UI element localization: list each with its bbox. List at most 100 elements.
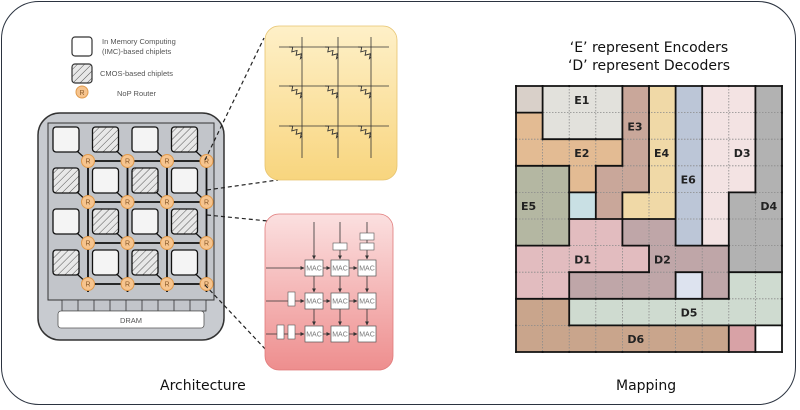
grid-cell-e6 <box>675 165 703 193</box>
grid-cell-e3 <box>595 192 623 220</box>
grid-cell-e2 <box>595 139 623 167</box>
input-buffer <box>359 232 375 241</box>
nop-router: R <box>199 195 214 209</box>
cmos-chiplet <box>170 126 199 153</box>
grid-cell-d5 <box>569 298 597 326</box>
grid-cell-e4 <box>649 86 676 113</box>
mapping-caption: Mapping <box>616 378 677 394</box>
router-glyph: R <box>204 159 209 166</box>
grid-cell-d2 <box>649 219 676 246</box>
imc-chiplet <box>52 126 80 153</box>
grid-cell-d2 <box>675 245 703 273</box>
nop-router: R <box>81 195 95 209</box>
grid-cell-d6 <box>702 325 730 353</box>
grid-cell-d3 <box>728 165 756 193</box>
mac-label: MAC <box>359 266 375 273</box>
imc-chiplet <box>170 249 199 276</box>
grid-cell-d2 <box>702 272 730 300</box>
grid-cell-d1 <box>542 245 570 273</box>
imc-chiplet <box>91 167 120 194</box>
nop-router: R <box>199 277 214 291</box>
grid-cell-d2 <box>622 219 650 246</box>
grid-cell-e5 <box>516 165 543 193</box>
grid-cell-e6 <box>675 112 703 140</box>
nop-router: R <box>81 277 95 291</box>
imc-chiplet <box>131 126 159 153</box>
nop-router: R <box>199 154 214 168</box>
mac-label: MAC <box>359 299 375 306</box>
resistor-cell <box>357 46 372 60</box>
legend-router-icon <box>75 85 89 99</box>
nop-mesh <box>87 159 208 292</box>
grid-cell-e5 <box>542 192 570 220</box>
grid-cell-e3 <box>595 165 623 193</box>
grid-cell-d4 <box>728 192 756 220</box>
grid-cell-d6 <box>542 298 570 326</box>
cmos-chiplet <box>91 208 120 235</box>
grid-cell-d2 <box>649 272 676 300</box>
region-borders <box>515 85 783 353</box>
region-label-e2: E2 <box>574 147 589 160</box>
input-buffer <box>287 291 296 307</box>
nop-router: R <box>120 277 135 291</box>
grid-cell-e3 <box>622 139 650 167</box>
resistor-cell <box>288 46 303 60</box>
region-label-e4: E4 <box>654 147 670 160</box>
grid-cell-d1 <box>569 245 597 273</box>
nop-router: R <box>81 236 95 250</box>
grid-cell-d6 <box>675 325 703 353</box>
grid-cell-e1 <box>595 86 623 113</box>
grid-cell-d4 <box>728 245 756 273</box>
mac-label: MAC <box>359 332 375 339</box>
router-glyph: R <box>164 241 169 248</box>
region-label-d1: D1 <box>574 253 591 266</box>
grid-cell-d4 <box>755 245 783 273</box>
grid-cell-d5 <box>755 272 783 300</box>
grid-cell-e5 <box>542 219 570 246</box>
grid-cell-x5 <box>755 325 783 353</box>
resistor-cell <box>324 85 339 99</box>
input-buffer <box>287 324 296 340</box>
region-label-e6: E6 <box>681 174 697 187</box>
grid-cell-d5 <box>649 298 676 326</box>
router-glyph: R <box>85 159 90 166</box>
grid-cell-d5 <box>595 298 623 326</box>
grid-cell-e3 <box>622 112 650 140</box>
resistor-cell <box>324 125 339 139</box>
mapping-title-encoders: ‘E’ represent Encoders <box>569 40 729 56</box>
mac-label: MAC <box>332 299 348 306</box>
dram-label: DRAM <box>120 316 142 325</box>
grid-cell-d5 <box>622 298 650 326</box>
resistor-cell <box>324 46 339 60</box>
grid-cell-e2 <box>569 165 597 193</box>
grid-cell-d2 <box>569 272 597 300</box>
grid-cell-e1 <box>595 112 623 140</box>
mac-label: MAC <box>306 299 322 306</box>
legend-imc-label-2: (IMC)-based chiplets <box>102 47 171 56</box>
nop-router: R <box>120 236 135 250</box>
grid-cell-e3 <box>622 165 650 193</box>
grid-cell-x4 <box>728 325 756 353</box>
grid-cell-x3 <box>675 272 703 300</box>
region-label-d4: D4 <box>760 200 777 213</box>
callout-lines <box>204 37 279 353</box>
mac-unit: MAC <box>304 325 324 343</box>
grid-cells <box>516 86 783 353</box>
router-glyph: R <box>204 282 209 289</box>
mac-unit: MAC <box>330 292 350 310</box>
grid-cell-e6 <box>675 86 703 113</box>
grid-cell-e5 <box>516 192 543 220</box>
router-glyph: R <box>125 241 130 248</box>
grid-cell-e1 <box>542 112 570 140</box>
region-label-e3: E3 <box>627 120 642 133</box>
cmos-chiplet <box>52 249 80 276</box>
grid-cell-e2 <box>542 139 570 167</box>
cmos-chiplet <box>131 249 159 276</box>
legend-router-label: NoP Router <box>117 89 157 98</box>
cmos-chiplet <box>52 167 80 194</box>
grid-cell-e5 <box>542 165 570 193</box>
mac-unit: MAC <box>357 259 377 277</box>
